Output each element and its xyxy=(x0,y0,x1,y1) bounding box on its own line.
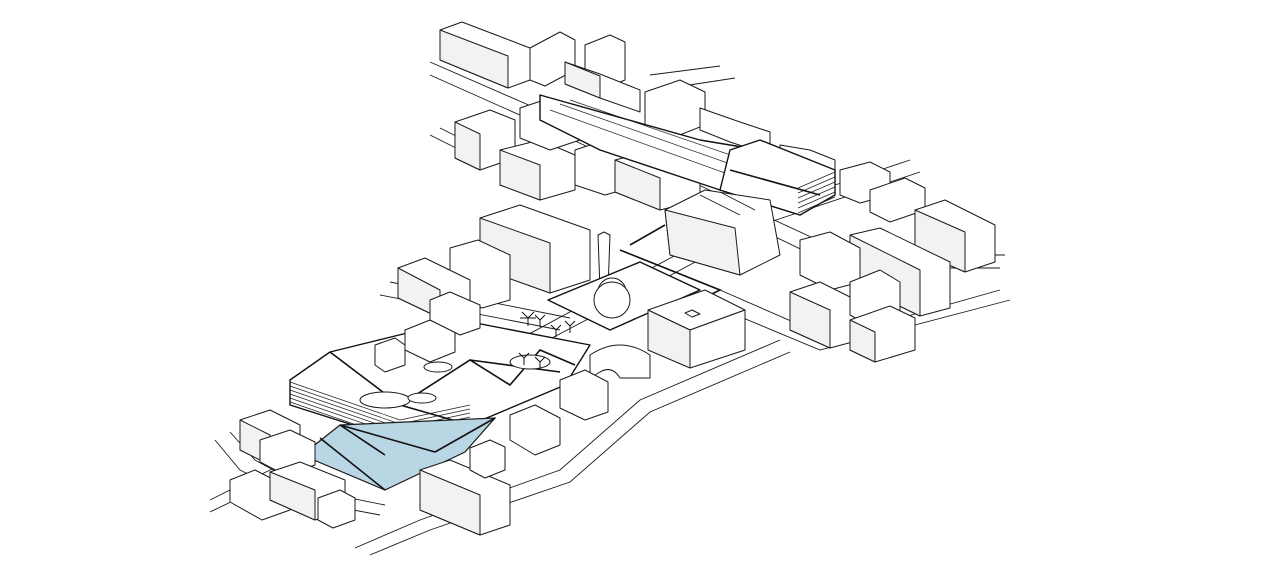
building-face xyxy=(439,29,509,89)
central-building-lines xyxy=(699,191,756,216)
building-cluster-east xyxy=(789,161,996,363)
building xyxy=(559,369,609,421)
monument xyxy=(547,261,701,331)
pool-lines xyxy=(319,417,496,491)
tree-icon xyxy=(534,314,546,327)
building-face xyxy=(914,209,966,273)
central-building xyxy=(619,189,781,301)
building-face xyxy=(499,149,541,201)
stripe-lines xyxy=(797,171,836,214)
building-face xyxy=(849,319,876,363)
cube-building xyxy=(647,289,746,369)
building-face xyxy=(564,61,601,99)
canopy-opening xyxy=(423,361,453,373)
building-cluster-north xyxy=(439,21,836,179)
building-cluster-west xyxy=(374,291,481,373)
building xyxy=(374,337,406,373)
tree-icon xyxy=(534,356,546,369)
trees xyxy=(518,311,576,369)
building-face xyxy=(614,159,661,211)
building-face xyxy=(789,291,831,349)
road-top-east xyxy=(649,65,736,89)
canopy-opening xyxy=(407,392,437,404)
tree-icon xyxy=(564,320,576,333)
water-pool xyxy=(300,417,497,491)
tree-icon xyxy=(550,324,562,337)
monument-base xyxy=(593,281,631,319)
building-face xyxy=(269,471,316,521)
canopy-opening xyxy=(509,354,551,370)
road-south xyxy=(354,339,791,556)
building xyxy=(469,439,506,479)
canopy-opening xyxy=(359,391,411,409)
striped-roof-diagonal xyxy=(729,169,821,196)
building xyxy=(429,291,481,336)
main-canopy xyxy=(289,319,591,441)
water-feature xyxy=(300,417,497,491)
building-face xyxy=(664,209,741,276)
building xyxy=(317,489,356,529)
building-face xyxy=(454,121,481,171)
tree-icon xyxy=(518,352,530,365)
building-cluster-south xyxy=(229,369,609,536)
curved-building-body xyxy=(589,344,651,379)
cube-right-face xyxy=(689,309,746,369)
curved-building xyxy=(589,344,651,379)
building xyxy=(509,404,561,456)
tree-icon xyxy=(520,311,536,326)
skylight xyxy=(684,309,701,318)
building-face xyxy=(419,469,481,536)
